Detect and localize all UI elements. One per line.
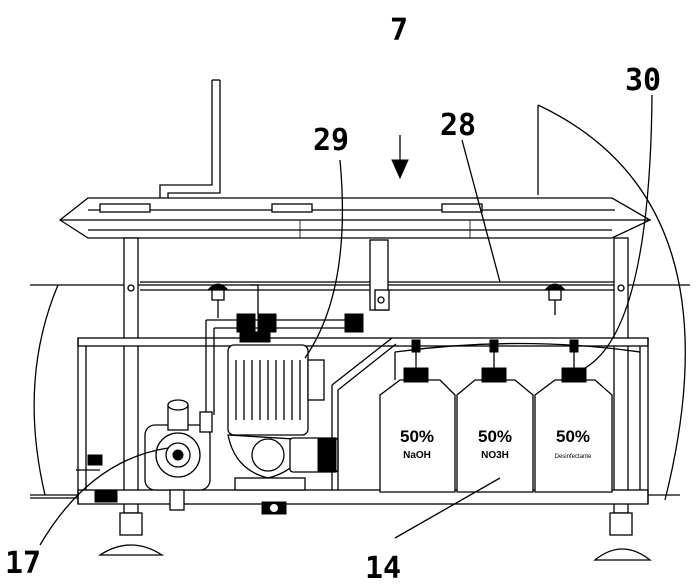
frame-legs — [97, 237, 652, 561]
frame-rails — [30, 337, 649, 505]
bottom-fitting — [261, 501, 287, 515]
gauge-left — [206, 283, 230, 318]
label-29: 29 — [313, 123, 349, 158]
tank-1-name: NaOH — [403, 450, 431, 461]
pump-piping — [205, 284, 364, 415]
upper-pipe — [140, 239, 614, 311]
tank-2: 50% NO3H — [456, 339, 534, 493]
top-handle — [159, 79, 221, 198]
tank-1: 50% NaOH — [379, 339, 456, 493]
gauge-right — [543, 283, 567, 315]
leader-lines — [39, 94, 653, 546]
tank-manifold — [394, 342, 641, 380]
tank-3: 50% Desinfectante — [534, 339, 613, 493]
label-17: 17 — [5, 546, 41, 581]
tank-3-name: Desinfectante — [555, 454, 592, 460]
tank-2-percent: 50% — [478, 427, 512, 446]
label-28: 28 — [440, 108, 476, 143]
tank-3-percent: 50% — [556, 427, 590, 446]
roof-canopy — [58, 197, 652, 239]
tank-1-percent: 50% — [400, 427, 434, 446]
label-14: 14 — [365, 551, 401, 585]
tank-2-name: NO3H — [481, 450, 509, 461]
label-7: 7 — [390, 13, 408, 48]
dosing-pump — [227, 344, 339, 491]
diagonal-bar — [331, 337, 397, 490]
label-30: 30 — [625, 63, 661, 98]
centrifugal-pump — [76, 399, 213, 511]
